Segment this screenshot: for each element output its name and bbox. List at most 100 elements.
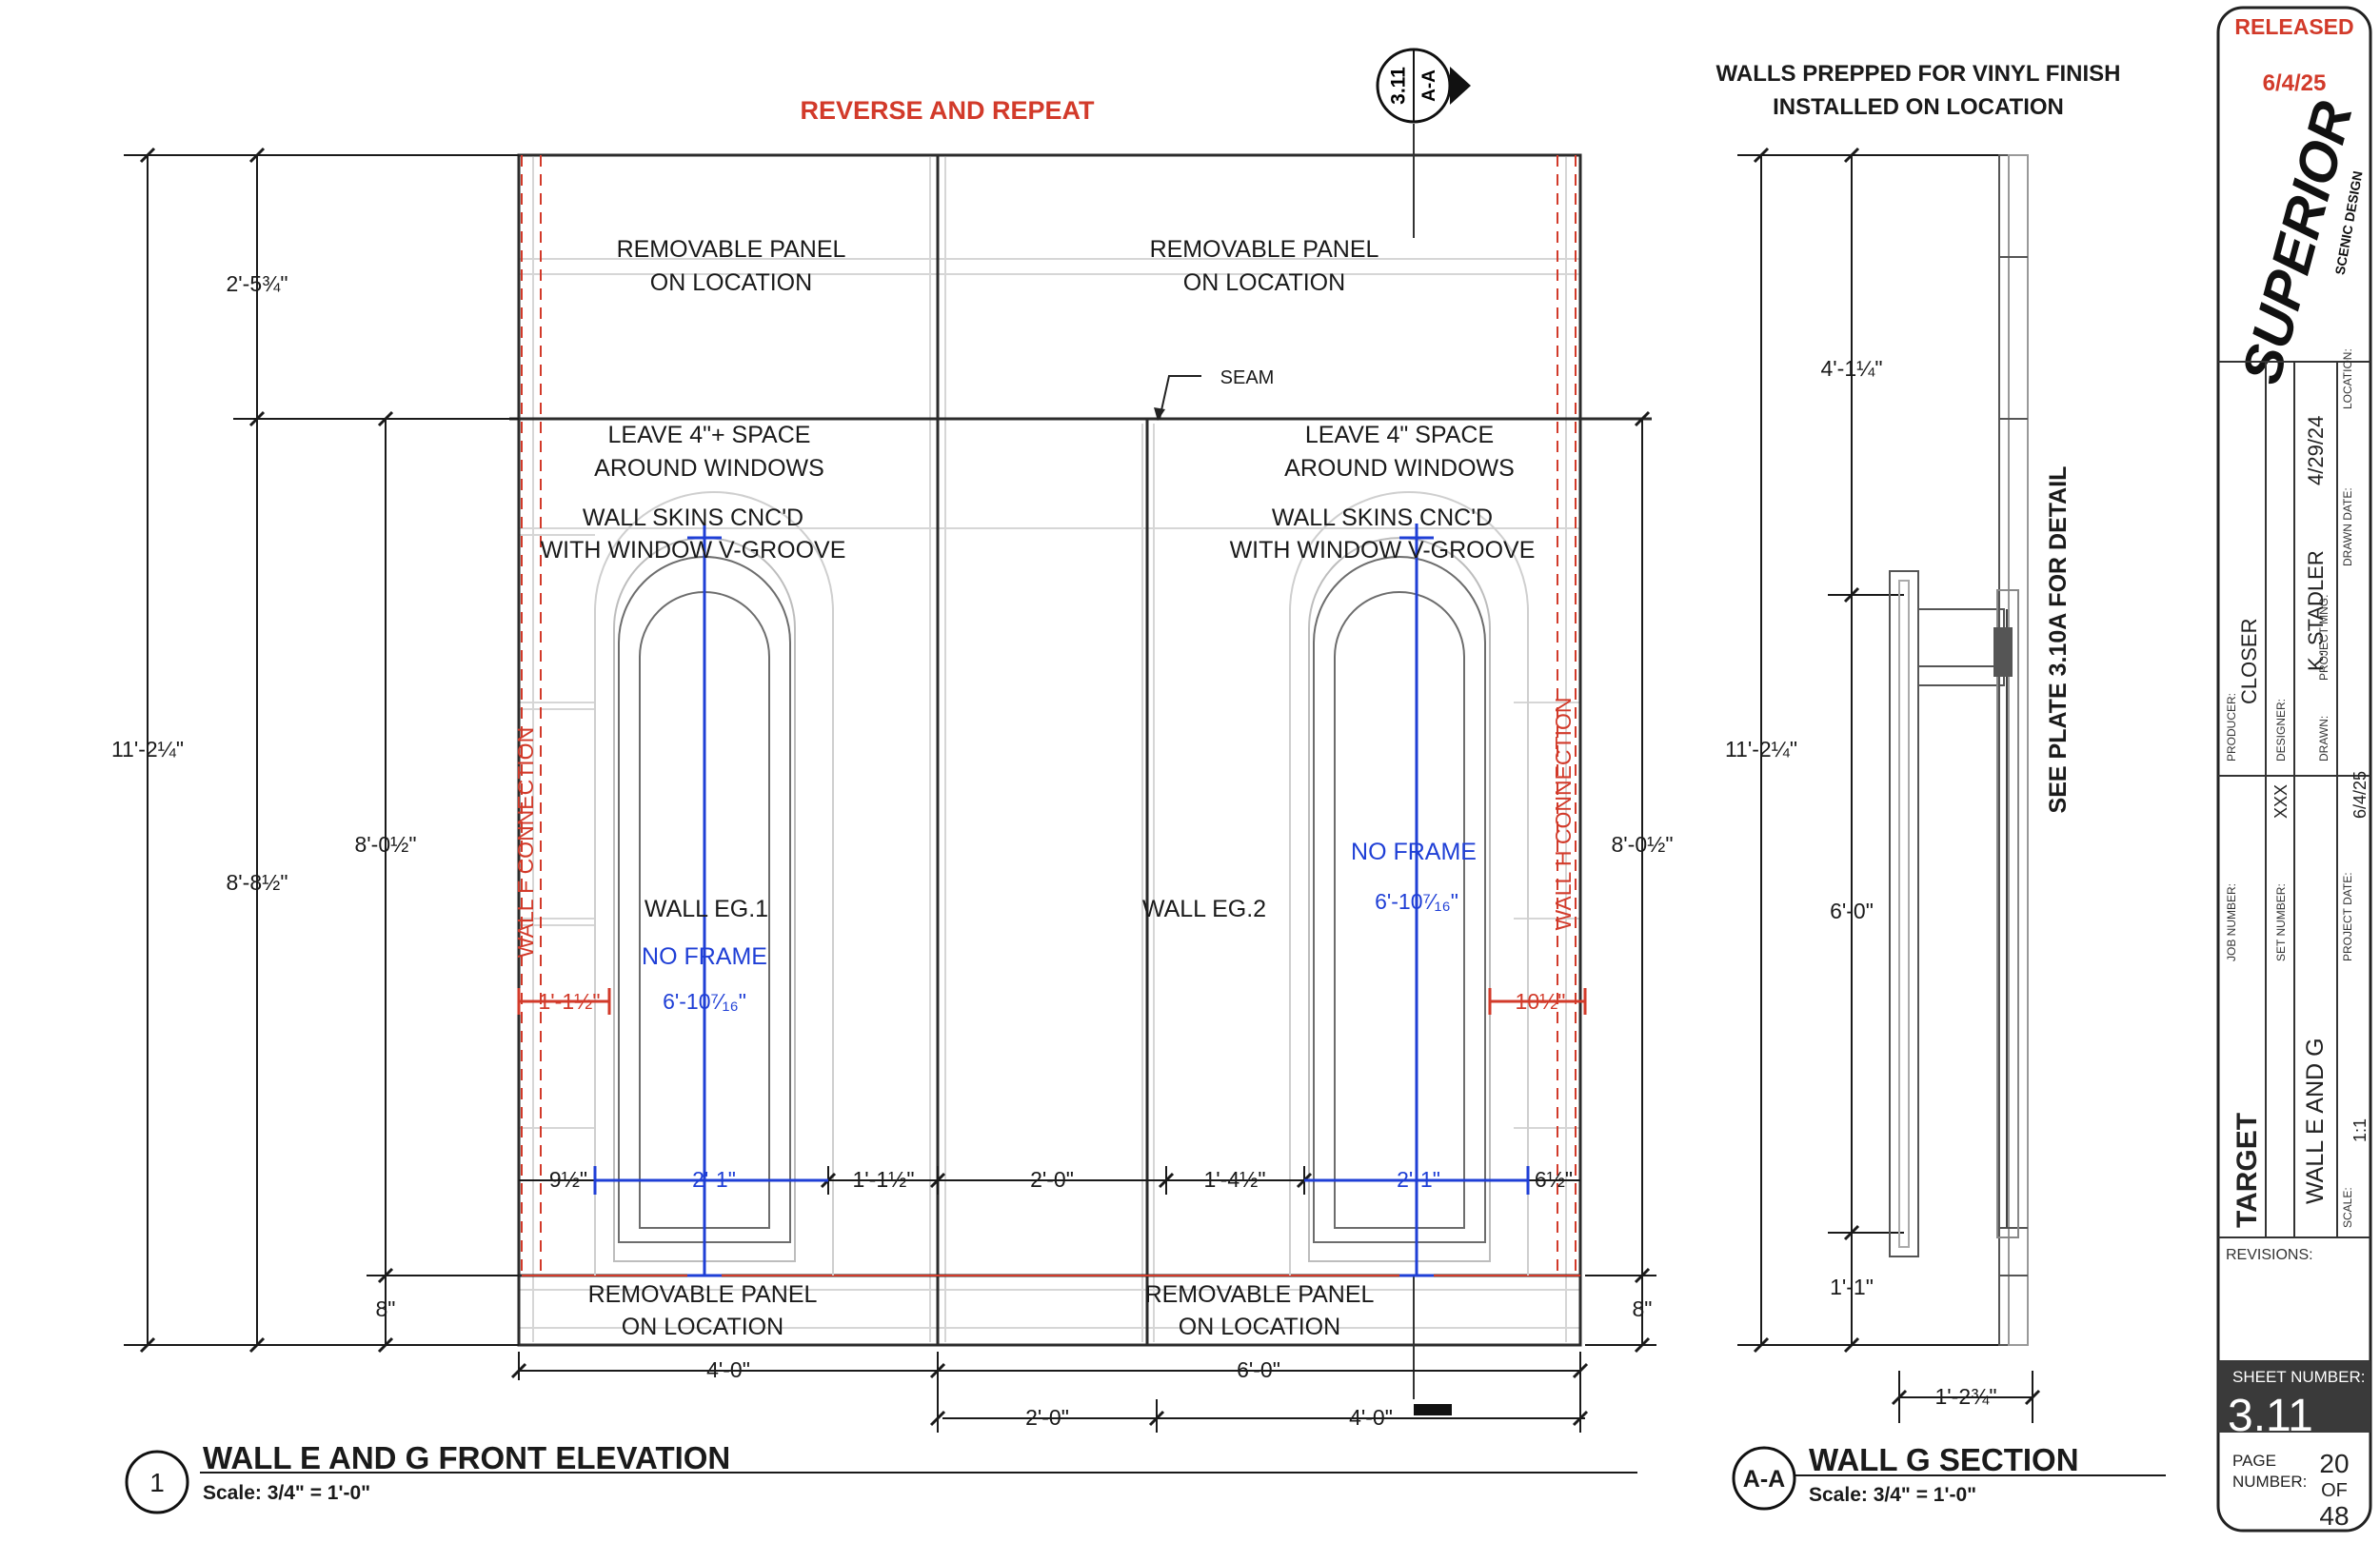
project-date-value: 6/4/25 xyxy=(2350,771,2370,819)
sheet-title: WALL E AND G xyxy=(2302,1038,2329,1204)
page-number: 20 xyxy=(2319,1449,2349,1478)
no-frame-left: NO FRAME xyxy=(642,943,767,970)
sheet-number: 3.11 xyxy=(2228,1391,2313,1441)
dim-2-5: 2'-5¾" xyxy=(227,271,288,296)
status-released: RELEASED xyxy=(2234,14,2353,39)
dim-11-2: 11'-2¼" xyxy=(111,737,184,762)
leave-left-2: AROUND WINDOWS xyxy=(594,455,824,482)
dim-10h-red: 10½" xyxy=(1516,989,1566,1014)
dim-6-0-section: 6'-0" xyxy=(1830,899,1874,923)
dim-2-1-left: 2'-1" xyxy=(692,1167,736,1192)
dim-2-1-right: 2'-1" xyxy=(1397,1167,1440,1192)
red-dimension-lines xyxy=(517,988,1587,1015)
page-of: OF xyxy=(2321,1480,2348,1501)
removable-bl-1: REMOVABLE PANEL xyxy=(588,1281,818,1308)
set-label: SET NUMBER: xyxy=(2274,883,2288,961)
title-block: RELEASED 6/4/25 SUPERIOR SCENIC DESIGN P… xyxy=(2216,6,2372,1533)
dimension-lines xyxy=(124,154,2166,1476)
wall-eg1-label: WALL EG.1 xyxy=(645,896,768,922)
dimension-texts: 2'-5¾" 11'-2¼" 8'-8½" 8'-0½" 8" 8'-0½" 8… xyxy=(111,271,1997,1430)
drawn-value: K. STADLER xyxy=(2304,550,2328,671)
location-label: LOCATION: xyxy=(2341,348,2354,409)
removable-br-2: ON LOCATION xyxy=(1179,1314,1340,1340)
removable-tl-1: REMOVABLE PANEL xyxy=(617,236,846,263)
front-view-scale: Scale: 3/4" = 1'-0" xyxy=(203,1482,370,1504)
dim-4-0-bottom: 4'-0" xyxy=(706,1357,750,1382)
skins-right-1: WALL SKINS CNC'D xyxy=(1272,504,1493,531)
dim-8-8: 8'-8½" xyxy=(227,870,288,895)
dim-9h: 9½" xyxy=(549,1167,587,1192)
dim-6-10-left: 6'-10⁷⁄₁₆" xyxy=(663,989,746,1014)
scale-label: SCALE: xyxy=(2341,1187,2354,1228)
dim-1-4h: 1'-4½" xyxy=(1204,1167,1266,1192)
leave-left-1: LEAVE 4"+ SPACE xyxy=(608,422,811,448)
scale-value: 1:1 xyxy=(2350,1118,2370,1142)
dim-6-0-bottom: 6'-0" xyxy=(1237,1357,1280,1382)
vinyl-note-1: WALLS PREPPED FOR VINYL FINISH xyxy=(1716,61,2121,87)
reverse-repeat-note: REVERSE AND REPEAT xyxy=(800,96,1095,125)
section-view-scale: Scale: 3/4" = 1'-0" xyxy=(1809,1484,1976,1506)
designer-label: DESIGNER: xyxy=(2274,699,2288,762)
removable-tr-1: REMOVABLE PANEL xyxy=(1150,236,1379,263)
dim-6-10-right: 6'-10⁷⁄₁₆" xyxy=(1375,889,1458,914)
vinyl-note-2: INSTALLED ON LOCATION xyxy=(1773,94,2064,120)
leave-right-1: LEAVE 4" SPACE xyxy=(1305,422,1494,448)
removable-br-1: REMOVABLE PANEL xyxy=(1145,1281,1375,1308)
dim-4-0-lower: 4'-0" xyxy=(1349,1405,1393,1430)
seam-label: SEAM xyxy=(1220,367,1275,388)
wall-h-connection: WALL H CONNECTION xyxy=(1551,698,1576,931)
section-view-number: A-A xyxy=(1743,1466,1785,1493)
dim-1-1h-mid: 1'-1½" xyxy=(853,1167,915,1192)
removable-bl-2: ON LOCATION xyxy=(622,1314,783,1340)
skins-left-1: WALL SKINS CNC'D xyxy=(583,504,803,531)
dim-1-1h-red: 1'-1½" xyxy=(539,989,601,1014)
dim-1-2: 1'-2¾" xyxy=(1935,1384,1997,1409)
front-view-title: WALL E AND G FRONT ELEVATION xyxy=(203,1440,730,1475)
marker-id: A-A xyxy=(1419,69,1439,102)
dim-4-1q: 4'-1¼" xyxy=(1821,356,1883,381)
section-view xyxy=(1889,154,2029,1346)
removable-tr-2: ON LOCATION xyxy=(1183,269,1345,296)
page-label-2: NUMBER: xyxy=(2232,1473,2307,1491)
dim-8-left: 8" xyxy=(376,1296,396,1321)
leave-right-2: AROUND WINDOWS xyxy=(1284,455,1515,482)
producer-label: PRODUCER: xyxy=(2225,693,2238,762)
dim-8-0-left: 8'-0½" xyxy=(355,832,417,857)
revisions-label: REVISIONS: xyxy=(2226,1247,2313,1263)
no-frame-right: NO FRAME xyxy=(1351,839,1477,865)
dim-2-0-bottom: 2'-0" xyxy=(1025,1405,1069,1430)
dim-6h: 6½" xyxy=(1535,1167,1573,1192)
client-name: TARGET xyxy=(2231,1113,2263,1228)
dimension-ticks xyxy=(139,147,2041,1427)
skins-right-2: WITH WINDOW V-GROOVE xyxy=(1230,537,1536,564)
removable-tl-2: ON LOCATION xyxy=(650,269,812,296)
dim-2-0-mid: 2'-0" xyxy=(1030,1167,1074,1192)
wall-eg2-label: WALL EG.2 xyxy=(1142,896,1266,922)
producer-value: CLOSER xyxy=(2237,619,2261,704)
wall-f-connection: WALL F CONNECTION xyxy=(513,727,538,958)
drawn-date-value: 4/29/24 xyxy=(2304,416,2328,485)
dim-8-0-right: 8'-0½" xyxy=(1612,832,1674,857)
job-label: JOB NUMBER: xyxy=(2225,883,2238,961)
notes: REVERSE AND REPEAT WALLS PREPPED FOR VIN… xyxy=(513,61,2120,1340)
drawn-date-label: DRAWN DATE: xyxy=(2341,487,2354,566)
sheet-number-label: SHEET NUMBER: xyxy=(2232,1368,2366,1386)
pm-label: PROJECT MNG: xyxy=(2317,595,2330,681)
skins-left-2: WITH WINDOW V-GROOVE xyxy=(541,537,846,564)
marker-sheet: 3.11 xyxy=(1388,67,1410,105)
page-total: 48 xyxy=(2319,1501,2349,1531)
page-label-1: PAGE xyxy=(2232,1452,2276,1470)
blue-dimension-lines xyxy=(593,524,1530,1277)
drawn-label: DRAWN: xyxy=(2317,716,2330,762)
front-view-number: 1 xyxy=(149,1468,165,1497)
section-marker[interactable]: 3.11 A-A xyxy=(1376,48,1471,124)
release-date: 6/4/25 xyxy=(2263,70,2327,96)
set-number-value: XXX xyxy=(2271,784,2291,819)
dim-8-right: 8" xyxy=(1633,1296,1653,1321)
dim-11-2-section: 11'-2¼" xyxy=(1725,737,1797,762)
see-plate-note: SEE PLATE 3.10A FOR DETAIL xyxy=(2045,466,2072,814)
project-date-label: PROJECT DATE: xyxy=(2341,872,2354,961)
dim-1-1-section: 1'-1" xyxy=(1830,1275,1874,1299)
section-view-title: WALL G SECTION xyxy=(1809,1442,2079,1477)
